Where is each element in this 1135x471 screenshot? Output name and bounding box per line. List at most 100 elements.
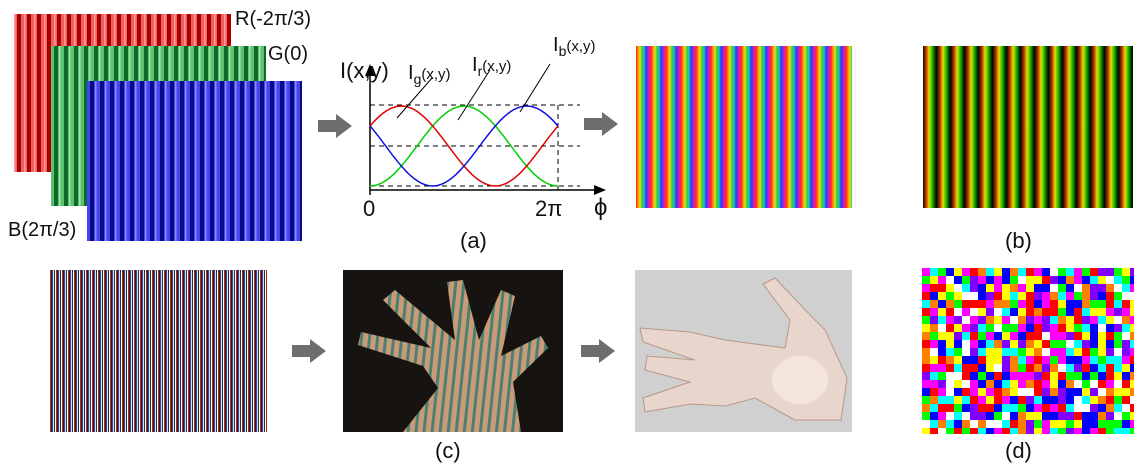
grid-cell bbox=[1106, 388, 1114, 396]
grid-cell bbox=[1018, 316, 1026, 324]
grid-cell bbox=[1042, 428, 1050, 434]
grid-cell bbox=[946, 292, 954, 300]
grid-cell bbox=[922, 396, 930, 404]
grid-cell bbox=[1122, 428, 1130, 434]
grid-cell bbox=[1122, 380, 1130, 388]
grid-cell bbox=[1050, 316, 1058, 324]
grid-cell bbox=[1018, 404, 1026, 412]
grid-cell bbox=[1066, 372, 1074, 380]
grid-cell bbox=[1098, 300, 1106, 308]
grid-cell bbox=[978, 420, 986, 428]
grid-cell bbox=[1034, 404, 1042, 412]
grid-cell bbox=[1066, 332, 1074, 340]
grid-cell bbox=[1074, 404, 1082, 412]
grid-cell bbox=[962, 364, 970, 372]
grid-cell bbox=[1018, 340, 1026, 348]
grid-cell bbox=[1058, 324, 1066, 332]
grid-cell bbox=[1122, 412, 1130, 420]
grid-cell bbox=[1026, 412, 1034, 420]
grid-cell bbox=[1130, 420, 1134, 428]
grid-cell bbox=[954, 324, 962, 332]
grid-cell bbox=[1042, 388, 1050, 396]
grid-cell bbox=[1026, 348, 1034, 356]
grid-cell bbox=[970, 412, 978, 420]
grid-cell bbox=[962, 404, 970, 412]
grid-cell bbox=[1114, 308, 1122, 316]
grid-cell bbox=[946, 340, 954, 348]
grid-cell bbox=[1002, 412, 1010, 420]
grid-cell bbox=[1050, 412, 1058, 420]
grid-cell bbox=[1106, 332, 1114, 340]
green-phase-label: G(0) bbox=[268, 43, 308, 65]
grid-cell bbox=[1114, 292, 1122, 300]
grid-cell bbox=[1034, 308, 1042, 316]
grid-cell bbox=[1042, 404, 1050, 412]
grid-cell bbox=[962, 348, 970, 356]
grid-cell bbox=[994, 316, 1002, 324]
grid-cell bbox=[946, 324, 954, 332]
grid-cell bbox=[994, 268, 1002, 276]
panel-label-b: (b) bbox=[1005, 228, 1032, 253]
grid-cell bbox=[1106, 324, 1114, 332]
grid-cell bbox=[1106, 276, 1114, 284]
grid-cell bbox=[970, 388, 978, 396]
grid-cell bbox=[954, 412, 962, 420]
grid-cell bbox=[1074, 340, 1082, 348]
grid-cell bbox=[978, 292, 986, 300]
grid-cell bbox=[1106, 292, 1114, 300]
grid-cell bbox=[1050, 332, 1058, 340]
grid-cell bbox=[1058, 428, 1066, 434]
x-tick-end: 2π bbox=[535, 196, 563, 221]
grid-cell bbox=[1010, 316, 1018, 324]
grid-cell bbox=[1058, 364, 1066, 372]
grid-cell bbox=[922, 340, 930, 348]
grid-cell bbox=[1082, 300, 1090, 308]
grid-cell bbox=[1106, 356, 1114, 364]
grid-cell bbox=[922, 348, 930, 356]
grid-cell bbox=[1106, 348, 1114, 356]
grid-cell bbox=[946, 388, 954, 396]
grid-cell bbox=[1026, 332, 1034, 340]
grid-cell bbox=[938, 356, 946, 364]
grid-cell bbox=[994, 340, 1002, 348]
grid-cell bbox=[1090, 340, 1098, 348]
grid-cell bbox=[1106, 372, 1114, 380]
grid-cell bbox=[938, 404, 946, 412]
grid-cell bbox=[1002, 332, 1010, 340]
grid-cell bbox=[1122, 348, 1130, 356]
grid-cell bbox=[1034, 324, 1042, 332]
grid-cell bbox=[1034, 396, 1042, 404]
grid-cell bbox=[978, 380, 986, 388]
grid-cell bbox=[954, 420, 962, 428]
grid-cell bbox=[1090, 276, 1098, 284]
grid-cell bbox=[1114, 428, 1122, 434]
grid-cell bbox=[994, 364, 1002, 372]
grid-cell bbox=[1090, 404, 1098, 412]
grid-cell bbox=[962, 356, 970, 364]
grid-cell bbox=[994, 308, 1002, 316]
grid-cell bbox=[1098, 428, 1106, 434]
grid-cell bbox=[1098, 404, 1106, 412]
grid-cell bbox=[1114, 316, 1122, 324]
grid-cell bbox=[1010, 356, 1018, 364]
grid-cell bbox=[1066, 268, 1074, 276]
grid-cell bbox=[1050, 428, 1058, 434]
grid-cell bbox=[1106, 396, 1114, 404]
grid-cell bbox=[1058, 300, 1066, 308]
grid-cell bbox=[1114, 388, 1122, 396]
grid-cell bbox=[962, 300, 970, 308]
grid-cell bbox=[922, 292, 930, 300]
grid-cell bbox=[1082, 316, 1090, 324]
grid-cell bbox=[1042, 276, 1050, 284]
grid-cell bbox=[954, 284, 962, 292]
grid-cell bbox=[978, 308, 986, 316]
grid-cell bbox=[1042, 292, 1050, 300]
grid-cell bbox=[922, 388, 930, 396]
grid-cell bbox=[1010, 412, 1018, 420]
grid-cell bbox=[994, 396, 1002, 404]
grid-cell bbox=[1130, 396, 1134, 404]
grid-cell bbox=[930, 364, 938, 372]
panel-label-a: (a) bbox=[460, 228, 487, 253]
grid-cell bbox=[954, 380, 962, 388]
grid-cell bbox=[1042, 380, 1050, 388]
